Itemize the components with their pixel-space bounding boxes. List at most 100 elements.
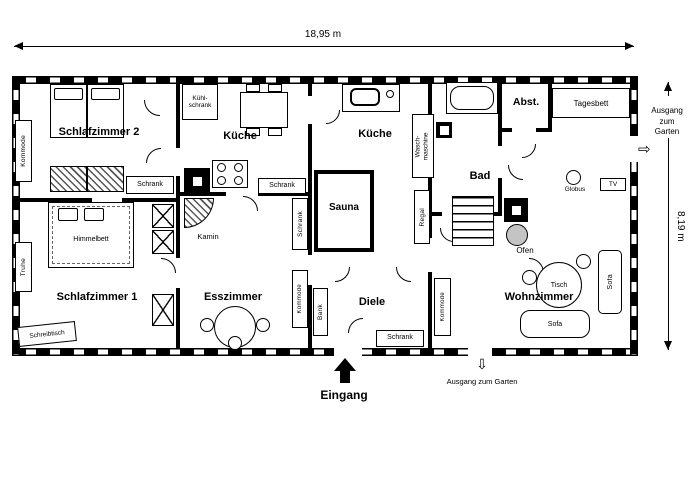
stairs [452, 196, 494, 246]
wall [258, 192, 310, 196]
wall [502, 128, 512, 132]
chair [268, 128, 282, 136]
width-dimension-label: 18,95 m [283, 29, 363, 42]
dining-chair [228, 336, 242, 350]
tv-label: TV [608, 181, 618, 188]
globe-label: Globus [564, 186, 586, 193]
outer-wall-right [630, 76, 638, 356]
wall [428, 142, 432, 238]
pillow [91, 88, 120, 100]
wall [498, 76, 502, 146]
wall [308, 285, 312, 348]
garden-exit-bottom-label: Ausgang zum Garten [446, 377, 518, 386]
stove [212, 160, 248, 188]
outer-wall-left [12, 76, 20, 356]
wall [432, 212, 442, 216]
hall-wardrobe: Schrank [376, 330, 424, 347]
desk: Schreibtisch [17, 321, 77, 347]
dining-chair [256, 318, 270, 332]
dimension-right-line [668, 82, 669, 350]
chimney-shaft [504, 198, 528, 222]
dimension-top-line [14, 46, 634, 47]
wall [498, 178, 502, 216]
pillow [54, 88, 83, 100]
door-arc [348, 318, 363, 333]
kitchen-table [240, 92, 288, 128]
sofa-side-label: Sofa [606, 274, 614, 290]
garden-exit-right-arrow-icon: ⇨ [638, 141, 651, 158]
chair [246, 84, 260, 92]
room-label-kueche2: Küche [358, 128, 392, 140]
wall [308, 124, 312, 255]
oven-label: Ofen [516, 246, 534, 255]
wardrobe-symbol [152, 230, 174, 254]
washing-machine-label: Wasch- maschine [414, 132, 431, 160]
wall [176, 176, 180, 258]
height-dimension-label: 8,19 m [672, 198, 686, 254]
dining-table [214, 306, 256, 348]
garden-exit-down-arrow: ⇩ [476, 356, 488, 372]
door-arc [146, 148, 161, 163]
bench-label: Bank [317, 303, 324, 320]
globe [566, 170, 581, 185]
faucet [386, 90, 394, 98]
fridge-label: Kühl- schrank [188, 94, 212, 109]
sauna-room [314, 170, 374, 252]
chair [246, 128, 260, 136]
chest: Truhe [15, 242, 32, 292]
burner-icon [217, 176, 226, 185]
fireplace-caption-text: Kamin [197, 232, 219, 241]
wall [122, 198, 180, 202]
entrance-arrow-stem [340, 370, 350, 383]
wall [12, 198, 92, 202]
dimension-right-arrow-down [664, 341, 672, 350]
oven-label-box: Ofen [508, 246, 542, 256]
armchair [522, 270, 537, 285]
abst-caption: Abst. [504, 96, 548, 110]
room-label-diele: Diele [358, 296, 386, 308]
entrance-label: Eingang [320, 388, 368, 402]
burner-icon [234, 163, 243, 172]
bed-foot-chest [50, 166, 87, 192]
wall [428, 76, 432, 116]
chest-label: Truhe [20, 257, 27, 277]
door-arc [243, 196, 258, 211]
fridge: Kühl- schrank [182, 84, 218, 120]
oven [506, 224, 528, 246]
wall [428, 272, 432, 348]
wall [176, 288, 180, 348]
sauna-caption-text: Sauna [328, 202, 359, 213]
wall [548, 76, 552, 132]
globe-label-box: Globus [556, 186, 594, 195]
garden-exit-right-arrow-box: ⇨ [638, 140, 662, 158]
dresser: Kommode [292, 270, 308, 328]
dining-chair [200, 318, 214, 332]
tv: TV [600, 178, 626, 191]
coffee-table-label: Tisch [550, 281, 568, 289]
entrance-door-gap [334, 348, 362, 356]
door-arc [326, 110, 340, 124]
dimension-top-arrow-left [14, 42, 23, 50]
outer-wall-bottom [12, 348, 638, 356]
cupboard: Schrank [258, 178, 306, 194]
wardrobe: Schrank [292, 198, 308, 250]
room-label-schlafzimmer1: Schlafzimmer 1 [56, 291, 138, 303]
sauna-caption: Sauna [314, 202, 374, 214]
wardrobe-label: Schrank [296, 211, 304, 237]
chair [268, 84, 282, 92]
sofa-side: Sofa [598, 250, 622, 314]
door-arc [161, 258, 176, 273]
armchair [576, 254, 591, 269]
entrance-arrow-icon [334, 358, 356, 371]
garden-exit-right-label: Ausgang zum Garten [651, 106, 683, 137]
room-label-kueche1: Küche [223, 130, 257, 142]
pillow [84, 208, 104, 221]
canopy-bed-label: Himmelbett [73, 236, 109, 243]
dimension-top-arrow-right [625, 42, 634, 50]
garden-exit-right-label-box: Ausgang zum Garten [638, 96, 696, 138]
door-arc [522, 144, 536, 158]
wardrobe-symbol [152, 294, 174, 326]
shaft [436, 122, 452, 138]
chimney-shaft [184, 168, 210, 194]
garden-exit-down-arrow-box: ⇩ [472, 356, 492, 374]
